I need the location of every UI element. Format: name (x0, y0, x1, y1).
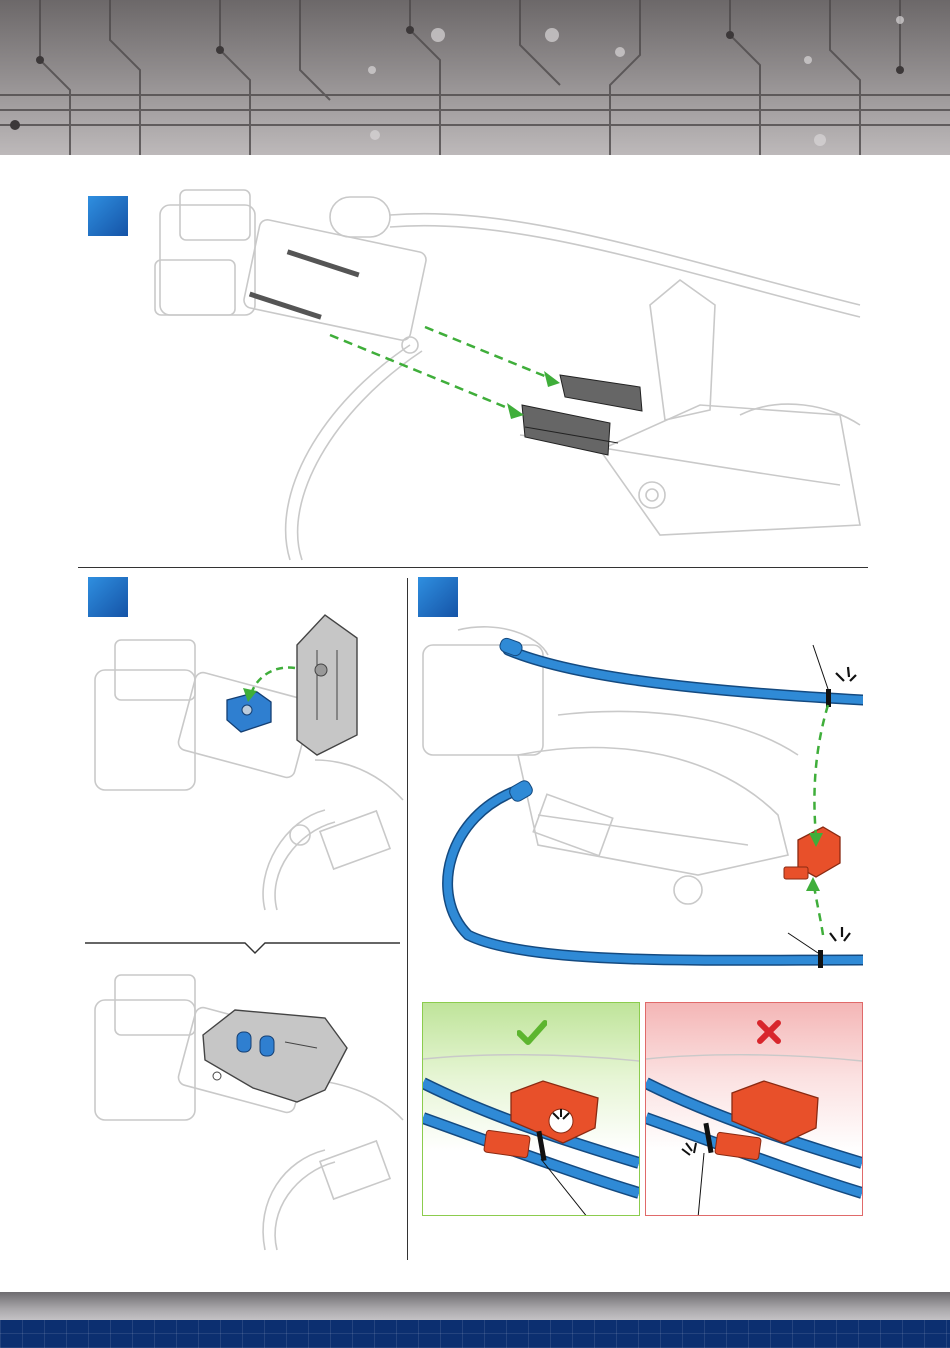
step-b-illustration-bottom (85, 960, 405, 1255)
sub-step-divider (85, 935, 400, 960)
cross-mark-icon (756, 1019, 782, 1045)
column-divider (407, 578, 408, 1260)
incorrect-panel (645, 1002, 863, 1216)
header-banner (0, 0, 950, 155)
step-b-illustration-top (85, 610, 405, 940)
footer-grid-band (0, 1320, 950, 1348)
check-mark-icon (517, 1019, 547, 1045)
correct-panel (422, 1002, 640, 1216)
step-a-illustration (140, 165, 870, 565)
circuit-pattern (0, 0, 950, 155)
footer-gray-band (0, 1292, 950, 1320)
section-divider (78, 567, 868, 568)
step-c-illustration (418, 615, 863, 975)
footer-banner (0, 1292, 950, 1348)
step-badge-c (418, 577, 458, 617)
step-badge-a (88, 196, 128, 236)
